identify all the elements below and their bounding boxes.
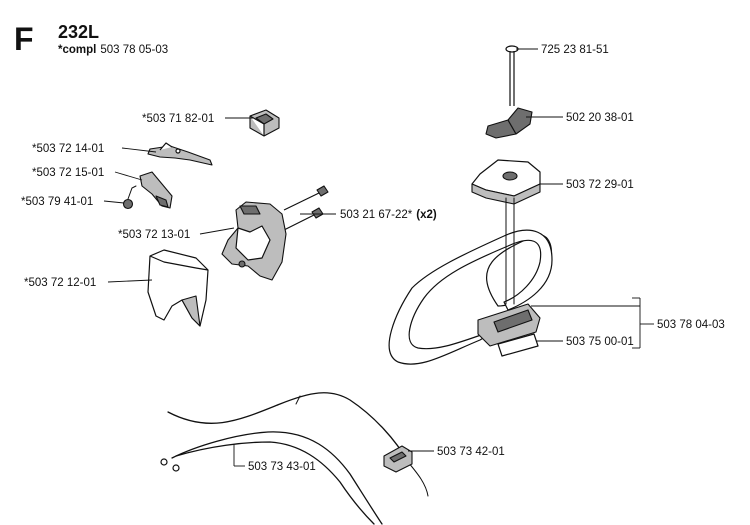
part-label-connector: 503 73 42-01 <box>437 446 505 458</box>
spring-drawing <box>122 185 137 210</box>
lockout-button-drawing <box>249 109 280 137</box>
bolt-drawing <box>505 45 519 106</box>
part-label-throttle-trigger: *503 72 14-01 <box>32 143 104 155</box>
section-letter: F <box>14 21 34 57</box>
part-label-clamp: 503 72 29-01 <box>566 179 634 191</box>
part-label-bolt: 725 23 81-51 <box>541 44 609 56</box>
part-label-throttle-lock: *503 72 15-01 <box>32 167 104 179</box>
part-label-screws-qty: (x2) <box>416 209 437 221</box>
leader-lines <box>103 48 654 467</box>
handle-half-left-drawing <box>147 249 209 327</box>
model-title: 232L <box>58 22 99 42</box>
throttle-trigger-drawing <box>147 142 213 166</box>
part-label-bracket: 503 75 00-01 <box>566 336 634 348</box>
clamp-drawing <box>471 159 541 205</box>
part-label-spring: *503 79 41-01 <box>21 196 93 208</box>
part-label-cable-assembly: 503 73 43-01 <box>248 461 316 473</box>
screws-drawing <box>279 185 329 233</box>
compl-number: 503 78 05-03 <box>100 44 168 56</box>
throttle-lock-drawing <box>139 171 173 209</box>
handle-half-right-drawing <box>221 201 287 281</box>
part-label-loop-handle: 503 78 04-03 <box>657 319 725 331</box>
connector-drawing <box>383 445 413 473</box>
loop-handle-drawing <box>388 197 553 365</box>
part-label-handle-half-right: *503 72 13-01 <box>118 229 190 241</box>
part-label-lockout-button: *503 71 82-01 <box>142 113 214 125</box>
part-labels: *503 71 82-01 *503 72 14-01 *503 72 15-0… <box>21 44 725 473</box>
compl-line: *compl 503 78 05-03 <box>58 44 168 56</box>
part-illustrations <box>122 45 553 525</box>
part-label-screws-number: 503 21 67-22* <box>340 209 413 221</box>
part-label-knob: 502 20 38-01 <box>566 112 634 124</box>
part-label-screws: 503 21 67-22*(x2) <box>340 209 437 221</box>
part-label-handle-half-left: *503 72 12-01 <box>24 277 96 289</box>
cable-assembly-drawing <box>160 392 429 525</box>
compl-prefix: *compl <box>58 44 96 56</box>
knob-drawing <box>485 107 533 139</box>
